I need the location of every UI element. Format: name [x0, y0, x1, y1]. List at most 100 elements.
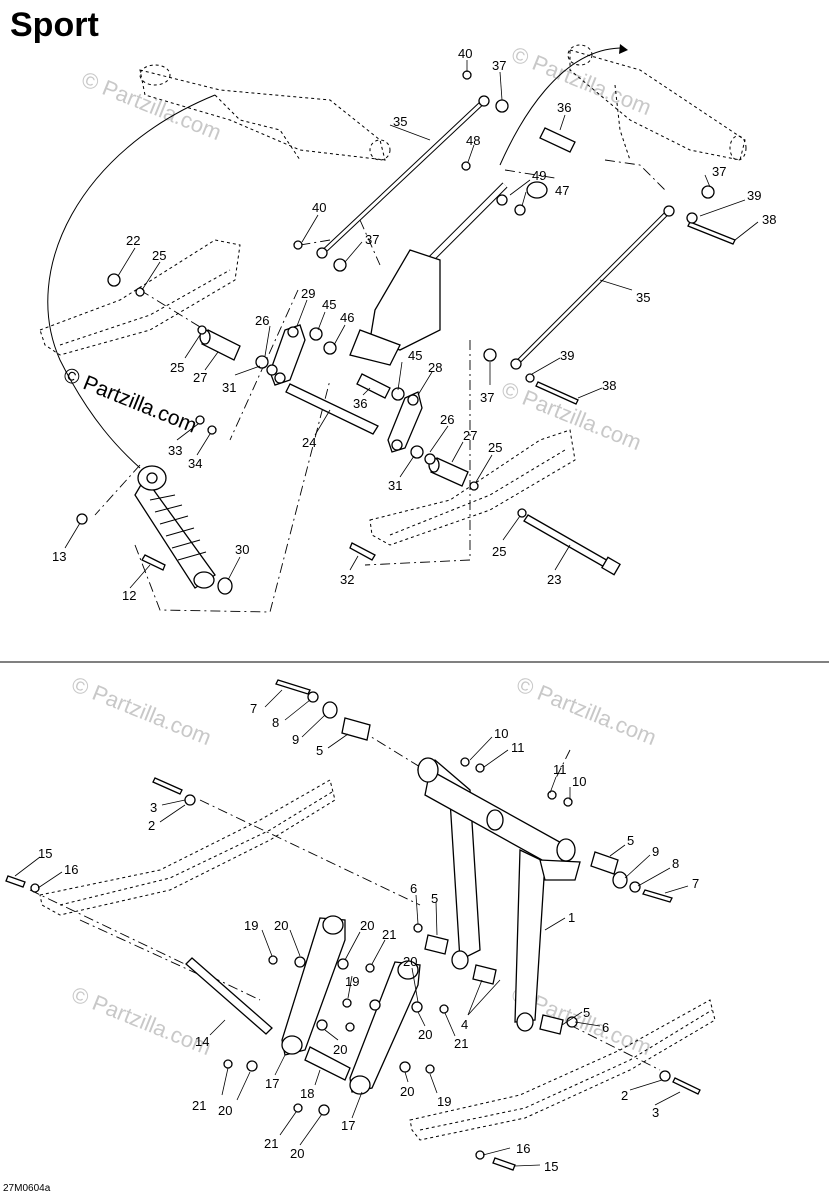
callout-labels-bottom: 7 8 9 5 10 11 11 10 3 2 15 16 5 9 8 7 6 … [38, 701, 699, 1174]
callout-5: 5 [627, 833, 634, 848]
callout-16: 16 [64, 862, 78, 877]
callout-11: 11 [553, 762, 567, 777]
part-1-swing-arm [416, 757, 581, 1032]
part-27-bushing-right [428, 457, 469, 487]
callout-20: 20 [403, 954, 417, 969]
slide-rail-left-bottom [39, 779, 336, 916]
callout-33: 33 [168, 443, 182, 458]
frame-cross-tube-right [567, 44, 747, 161]
watermark: © Partzilla.com [78, 66, 225, 145]
callout-48: 48 [466, 133, 480, 148]
callout-35: 35 [393, 114, 407, 129]
callout-18: 18 [300, 1086, 314, 1101]
callout-19: 19 [244, 918, 258, 933]
callout-25: 25 [170, 360, 184, 375]
part-4-bushing [472, 964, 497, 985]
callout-leaders-bottom [14, 689, 689, 1167]
callout-13: 13 [52, 549, 66, 564]
part-3-bolt [672, 1077, 701, 1095]
callout-17: 17 [341, 1118, 355, 1133]
callout-22: 22 [126, 233, 140, 248]
callout-7: 7 [692, 876, 699, 891]
callout-21: 21 [264, 1136, 278, 1151]
front-suspension-section: 40 37 35 36 48 49 47 37 39 38 40 37 22 2… [39, 44, 776, 613]
slide-rail-right-top [369, 429, 576, 546]
part-37-spacer [701, 185, 715, 199]
part-35-rod-upper [316, 95, 490, 259]
callout-29: 29 [301, 286, 315, 301]
callout-15: 15 [38, 846, 52, 861]
part-15-bolt [492, 1157, 516, 1171]
callout-40: 40 [458, 46, 472, 61]
callout-27: 27 [463, 428, 477, 443]
part-24-axle [285, 383, 379, 435]
callout-8: 8 [672, 856, 679, 871]
callout-25: 25 [152, 248, 166, 263]
callout-11: 11 [511, 740, 525, 755]
callout-20: 20 [274, 918, 288, 933]
callout-45: 45 [408, 348, 422, 363]
part-17-link-arm [281, 915, 346, 1056]
frame-cross-tube-left [139, 64, 391, 161]
callout-23: 23 [547, 572, 561, 587]
callout-14: 14 [195, 1034, 209, 1049]
part-14-axle [185, 957, 273, 1035]
callout-15: 15 [544, 1159, 558, 1174]
callout-25: 25 [488, 440, 502, 455]
callout-26: 26 [440, 412, 454, 427]
callout-19: 19 [437, 1094, 451, 1109]
part-18-spacer [304, 1046, 351, 1081]
callout-37: 37 [480, 390, 494, 405]
callout-20: 20 [400, 1084, 414, 1099]
callout-3: 3 [150, 800, 157, 815]
callout-21: 21 [192, 1098, 206, 1113]
part-38-bolt [687, 221, 736, 245]
watermark: © Partzilla.com [68, 671, 215, 750]
callout-40: 40 [312, 200, 326, 215]
diagram-reference-code: 27M0604a [3, 1183, 51, 1194]
callout-39: 39 [747, 188, 761, 203]
part-7-bolt [275, 679, 311, 695]
shock-absorber-spring [134, 465, 216, 589]
callout-37: 37 [492, 58, 506, 73]
part-36-spacer [539, 127, 576, 153]
callout-leaders-top [64, 60, 759, 589]
part-15-bolt [5, 875, 26, 888]
slide-rail-right-bottom [409, 999, 716, 1141]
callout-17: 17 [265, 1076, 279, 1091]
callout-28: 28 [428, 360, 442, 375]
watermark: © Partzilla.com [498, 376, 645, 455]
callout-46: 46 [340, 310, 354, 325]
callout-1: 1 [568, 910, 575, 925]
callout-5: 5 [583, 1005, 590, 1020]
callout-12: 12 [122, 588, 136, 603]
callout-labels-top: 40 37 35 36 48 49 47 37 39 38 40 37 22 2… [52, 46, 776, 603]
callout-21: 21 [454, 1036, 468, 1051]
part-35-rod-right [510, 205, 675, 370]
part-5-bushing [590, 851, 619, 875]
callout-31: 31 [388, 478, 402, 493]
callout-31: 31 [222, 380, 236, 395]
part-5-bushing [341, 717, 371, 741]
callout-39: 39 [560, 348, 574, 363]
callout-38: 38 [602, 378, 616, 393]
part-28-rocker-arm [387, 391, 423, 453]
watermark: © Partzilla.com [508, 41, 655, 120]
reference-arrow-right [499, 47, 621, 166]
callout-34: 34 [188, 456, 202, 471]
callout-35: 35 [636, 290, 650, 305]
callout-25: 25 [492, 544, 506, 559]
callout-20: 20 [290, 1146, 304, 1161]
callout-38: 38 [762, 212, 776, 227]
callout-45: 45 [322, 297, 336, 312]
part-7-bolt [642, 889, 673, 903]
callout-2: 2 [621, 1088, 628, 1103]
watermark: © Partzilla.com [68, 981, 215, 1060]
part-5-bushing [539, 1014, 564, 1035]
callout-9: 9 [652, 844, 659, 859]
callout-10: 10 [494, 726, 508, 741]
slide-rail-left-top [39, 239, 241, 356]
callout-36: 36 [353, 396, 367, 411]
callout-16: 16 [516, 1141, 530, 1156]
